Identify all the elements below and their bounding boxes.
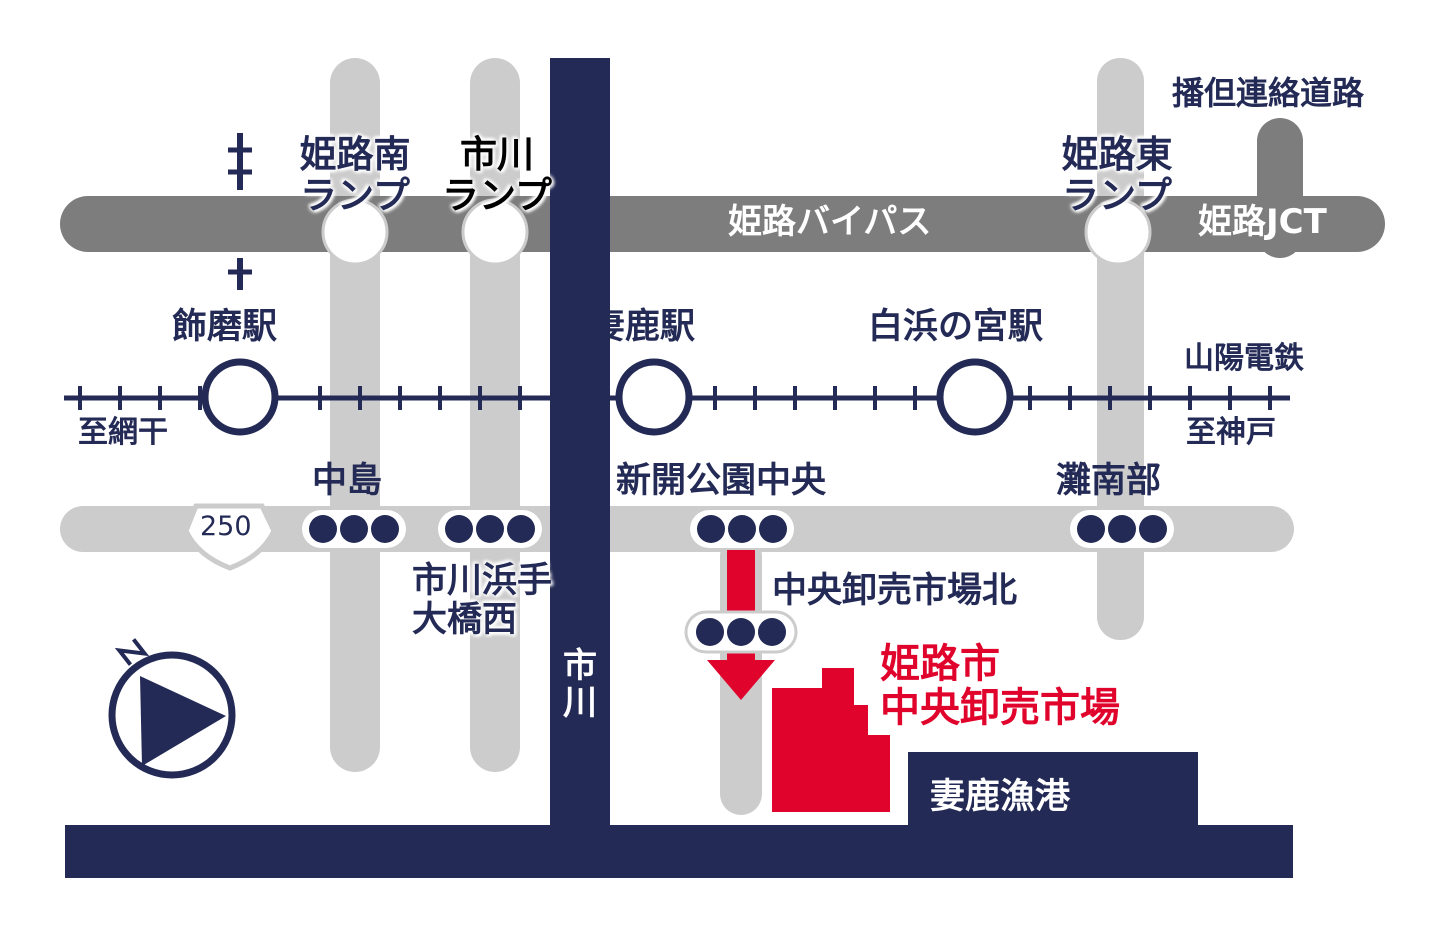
ramp-himeji-higashi-line2: ランプ bbox=[1062, 174, 1172, 218]
ramp-himeji-minami-line2: ランプ bbox=[300, 174, 410, 218]
road-bypass bbox=[60, 196, 1385, 252]
rail-to-east-label: 至神戸 bbox=[1186, 415, 1276, 450]
station-shirahama-marker bbox=[936, 358, 1014, 436]
port-label: 妻鹿漁港 bbox=[930, 777, 1071, 817]
jct-label: 姫路JCT bbox=[1198, 202, 1327, 242]
rail-ticks bbox=[78, 386, 1272, 410]
river-ichikawa bbox=[550, 58, 610, 833]
intersection-ichikawa-hamate-label: 市川浜手 大橋西 bbox=[412, 561, 553, 641]
river-char-2: 川 bbox=[563, 683, 597, 724]
intersection-ichikawa-hamate-line2: 大橋西 bbox=[412, 600, 518, 641]
route-250-label: 250 bbox=[200, 511, 252, 542]
signal-market-north bbox=[684, 610, 798, 654]
destination-building bbox=[772, 668, 890, 812]
intersection-shinkai-label: 新開公園中央 bbox=[616, 461, 827, 501]
route-250-shield bbox=[183, 503, 277, 571]
ramp-himeji-minami-line1: 姫路南 bbox=[299, 133, 411, 176]
ramp-ichikawa-label: 市川 ランプ bbox=[432, 134, 562, 217]
ramp-himeji-higashi-line1: 姫路東 bbox=[1061, 133, 1173, 176]
destination-label: 姫路市 中央卸売市場 bbox=[880, 642, 1120, 730]
intersection-market-north-label: 中央卸売市場北 bbox=[772, 571, 1018, 611]
river-label: 市 川 bbox=[561, 646, 599, 724]
station-shikama-marker bbox=[201, 358, 279, 436]
ramp-ichikawa-line2: ランプ bbox=[442, 174, 552, 218]
ramp-himeji-minami-marker bbox=[321, 198, 389, 266]
station-megaeki-marker bbox=[615, 358, 693, 436]
bypass-label: 姫路バイパス bbox=[728, 202, 932, 242]
destination-line1: 姫路市 bbox=[880, 641, 1000, 687]
station-shikama-label: 飾磨駅 bbox=[172, 307, 278, 347]
station-shirahama-label: 白浜の宮駅 bbox=[868, 307, 1044, 347]
intersection-ichikawa-hamate-line1: 市川浜手 bbox=[412, 561, 553, 601]
railway-name-label: 山陽電鉄 bbox=[1184, 341, 1304, 376]
ramp-himeji-minami-label: 姫路南 ランプ bbox=[290, 134, 420, 217]
ramp-himeji-higashi-marker bbox=[1084, 198, 1152, 266]
compass-icon bbox=[108, 638, 236, 779]
ramp-himeji-higashi-label: 姫路東 ランプ bbox=[1052, 134, 1182, 217]
station-megaeki-label: 妻鹿駅 bbox=[590, 307, 696, 347]
intersection-nakajima-label: 中島 bbox=[312, 461, 383, 501]
destination-line2: 中央卸売市場 bbox=[880, 685, 1120, 731]
signal-shinkai bbox=[690, 510, 794, 548]
ramp-ichikawa-marker bbox=[461, 198, 529, 266]
river-char-1: 市 bbox=[563, 646, 597, 686]
bantan-label: 播但連絡道路 bbox=[1172, 74, 1365, 112]
rail-to-west-label: 至網干 bbox=[78, 415, 168, 450]
ramp-ichikawa-line1: 市川 bbox=[460, 133, 534, 176]
signal-nada-nanbu bbox=[1070, 510, 1174, 548]
signal-nakajima bbox=[302, 510, 406, 548]
signal-ichikawa-hamate bbox=[438, 510, 542, 548]
intersection-nada-nanbu-label: 灘南部 bbox=[1056, 461, 1162, 501]
port-megyoko bbox=[908, 752, 1198, 842]
